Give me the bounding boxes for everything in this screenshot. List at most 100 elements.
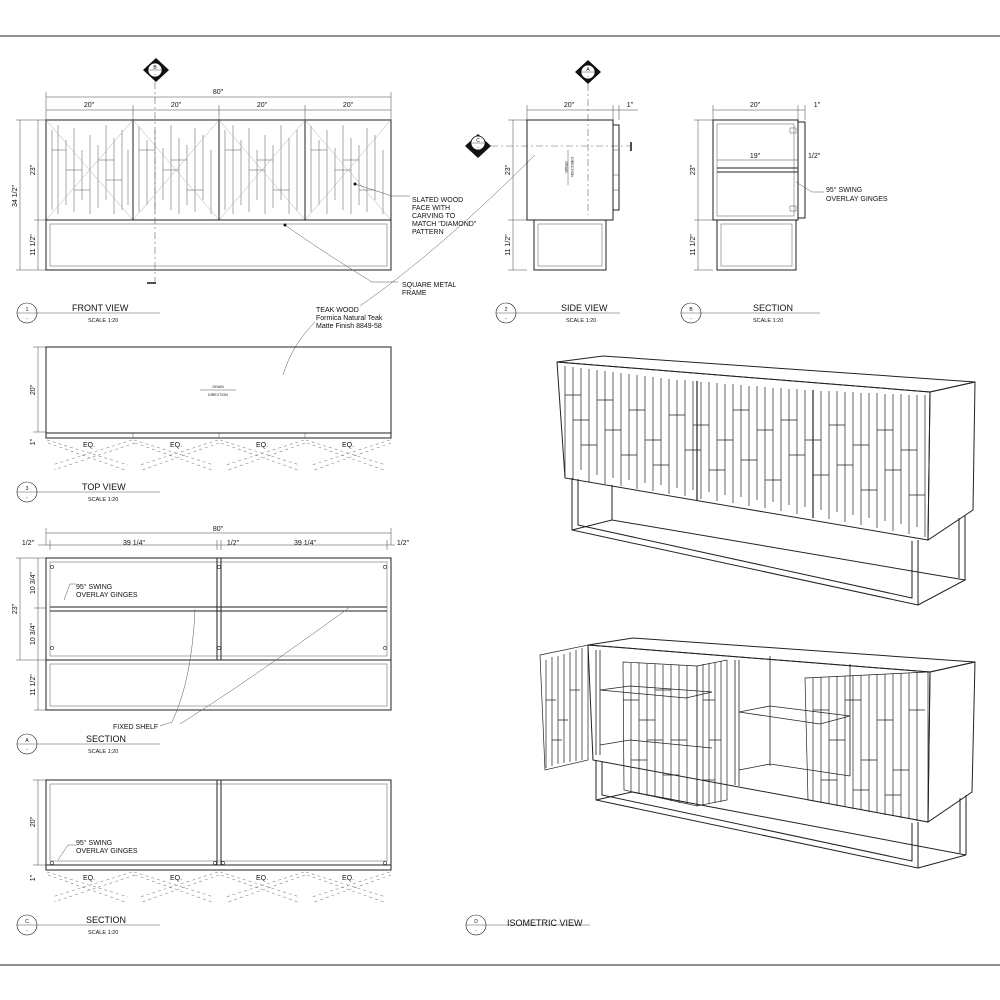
svg-text:SECTION: SECTION	[753, 303, 793, 313]
note-teak: TEAK WOOD Formica Natural Teak Matte Fin…	[282, 154, 536, 376]
dim-body-height: 23"	[30, 164, 37, 175]
title-top-view: 3 - TOP VIEW SCALE 1:20	[16, 481, 160, 503]
svg-text:2: 2	[505, 307, 508, 313]
svg-text:23": 23"	[690, 164, 697, 175]
top-view: 20" 1" EQ. EQ. EQ. EQ. GRAIN DIRECTION	[30, 346, 392, 471]
svg-text:1": 1"	[30, 874, 37, 881]
dim-overall-width: 80"	[213, 89, 224, 96]
svg-text:SECTION: SECTION	[86, 915, 126, 925]
front-left-dimensions: 34 1/2" 23" 11 1/2"	[12, 119, 46, 271]
note-hinges-a: 95° SWING OVERLAY GINGES	[63, 583, 138, 601]
svg-text:-: -	[26, 747, 28, 753]
svg-text:1/2": 1/2"	[22, 540, 35, 547]
front-slat-pattern	[45, 119, 392, 221]
dim-total-height: 34 1/2"	[12, 185, 19, 207]
section-marker-a: A -	[575, 60, 601, 84]
svg-text:GRAIN: GRAIN	[564, 161, 568, 173]
svg-text:FRAME: FRAME	[402, 290, 427, 297]
svg-text:OVERLAY GINGES: OVERLAY GINGES	[76, 848, 138, 855]
dim-panel-1: 20"	[84, 102, 95, 109]
svg-text:DIRECTION: DIRECTION	[208, 393, 228, 397]
svg-text:SLATED WOOD: SLATED WOOD	[412, 197, 463, 204]
svg-text:TOP VIEW: TOP VIEW	[82, 482, 126, 492]
svg-text:SCALE 1:20: SCALE 1:20	[88, 497, 118, 503]
dim-base-height: 11 1/2"	[30, 234, 37, 256]
svg-text:SIDE VIEW: SIDE VIEW	[561, 303, 608, 313]
svg-text:EQ.: EQ.	[256, 875, 268, 882]
svg-text:Matte Finish 8849-58: Matte Finish 8849-58	[316, 323, 382, 330]
front-view: B - 80" 20" 20" 20" 20" 34 1/2"	[12, 58, 392, 284]
svg-text:Formica Natural Teak: Formica Natural Teak	[316, 315, 383, 322]
svg-text:-: -	[26, 316, 28, 322]
svg-text:20": 20"	[30, 816, 37, 827]
side-view: A - C - 20" 1" 23" 11 1/2"	[465, 60, 638, 271]
svg-text:SCALE 1:20: SCALE 1:20	[566, 318, 596, 324]
svg-text:95° SWING: 95° SWING	[76, 839, 112, 847]
svg-text:19": 19"	[750, 153, 761, 160]
side-grain-direction: GRAIN DIRECTION	[564, 150, 574, 185]
iso-closed-slats	[564, 366, 926, 537]
svg-text:EQ.: EQ.	[256, 442, 268, 449]
note-fixed-shelf: FIXED SHELF	[113, 606, 351, 731]
iso-open-base	[595, 760, 967, 869]
svg-text:3: 3	[26, 486, 29, 492]
svg-text:EQ.: EQ.	[170, 875, 182, 882]
svg-text:EQ.: EQ.	[342, 875, 354, 882]
svg-text:39 1/4": 39 1/4"	[294, 540, 316, 547]
top-grain-direction: GRAIN DIRECTION	[200, 385, 236, 397]
section-c-door-swings	[46, 871, 392, 903]
title-section-a: A - SECTION SCALE 1:20	[16, 733, 160, 755]
svg-text:SCALE 1:20: SCALE 1:20	[88, 930, 118, 936]
svg-text:A: A	[25, 738, 29, 744]
section-b-view: 20" 1" 23" 11 1/2" 19" 1/2" 95° SWING OV…	[690, 102, 888, 271]
svg-text:B: B	[689, 307, 693, 313]
isometric-closed	[556, 355, 976, 606]
isometric-open	[539, 637, 976, 869]
svg-text:11 1/2": 11 1/2"	[30, 674, 37, 696]
front-metal-base	[45, 219, 392, 271]
svg-text:A: A	[586, 67, 590, 73]
svg-text:ISOMETRIC VIEW: ISOMETRIC VIEW	[507, 918, 583, 928]
svg-text:1/2": 1/2"	[808, 153, 821, 160]
svg-text:39 1/4": 39 1/4"	[123, 540, 145, 547]
svg-text:SCALE 1:20: SCALE 1:20	[88, 318, 118, 324]
svg-text:C: C	[25, 919, 29, 925]
svg-text:95° SWING: 95° SWING	[826, 186, 862, 194]
section-a-hinges	[50, 565, 387, 650]
section-marker-b: B -	[143, 58, 169, 82]
note-metal-frame: SQUARE METAL FRAME	[283, 223, 456, 297]
svg-text:FRONT VIEW: FRONT VIEW	[72, 303, 129, 313]
iso-open-door-right	[804, 671, 929, 823]
svg-text:CARVING TO: CARVING TO	[412, 213, 456, 220]
front-top-dimensions: 80" 20" 20" 20" 20"	[45, 89, 392, 120]
svg-text:MATCH "DIAMOND": MATCH "DIAMOND"	[412, 221, 477, 228]
title-section-c: C - SECTION SCALE 1:20	[16, 914, 160, 936]
title-section-b: B - SECTION SCALE 1:20	[680, 302, 820, 324]
iso-open-door-center-right	[696, 659, 728, 807]
svg-text:EQ.: EQ.	[342, 442, 354, 449]
svg-text:-: -	[475, 928, 477, 934]
svg-text:-: -	[26, 495, 28, 501]
svg-text:EQ.: EQ.	[170, 442, 182, 449]
svg-text:SCALE 1:20: SCALE 1:20	[753, 318, 783, 324]
note-hinges-b: 95° SWING OVERLAY GINGES	[795, 181, 888, 203]
svg-text:80": 80"	[213, 526, 224, 533]
title-side-view: 2 - SIDE VIEW SCALE 1:20	[495, 302, 620, 324]
iso-open-door-left	[539, 644, 589, 771]
svg-text:DIRECTION: DIRECTION	[570, 157, 574, 177]
svg-text:-: -	[505, 316, 507, 322]
dim-panel-3: 20"	[257, 102, 268, 109]
svg-text:EQ.: EQ.	[83, 875, 95, 882]
svg-text:1/2": 1/2"	[397, 540, 410, 547]
iso-open-interior	[595, 650, 851, 786]
note-slated-wood: SLATED WOOD FACE WITH CARVING TO MATCH "…	[353, 182, 477, 236]
svg-text:PATTERN: PATTERN	[412, 229, 444, 236]
section-c-hinges	[50, 861, 387, 865]
svg-text:10 3/4": 10 3/4"	[30, 572, 37, 594]
note-hinges-c: 95° SWING OVERLAY GINGES	[57, 839, 138, 861]
svg-text:SQUARE METAL: SQUARE METAL	[402, 282, 456, 289]
svg-text:FIXED SHELF: FIXED SHELF	[113, 724, 158, 731]
svg-text:11 1/2": 11 1/2"	[505, 234, 512, 256]
svg-text:20": 20"	[564, 102, 575, 109]
svg-text:GRAIN: GRAIN	[212, 385, 224, 389]
